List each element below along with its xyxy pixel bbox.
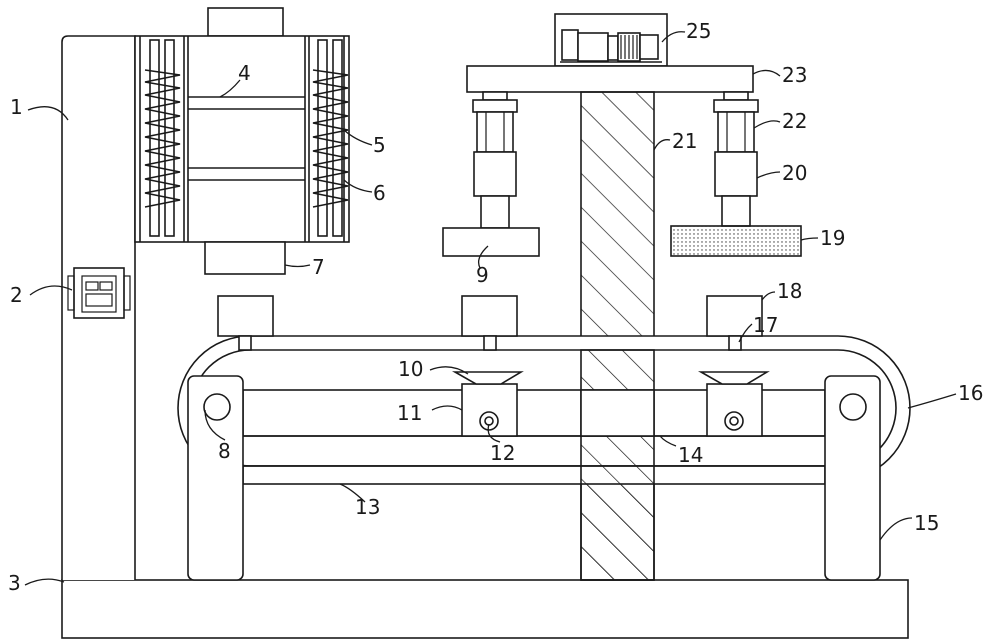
left-cylinder (442, 91, 540, 257)
label-19: 19 (820, 226, 845, 250)
label-9: 9 (476, 263, 489, 287)
label-20: 20 (782, 161, 807, 185)
label-14: 14 (678, 443, 703, 467)
label-5: 5 (373, 133, 386, 157)
label-23: 23 (782, 63, 807, 87)
label-3: 3 (8, 571, 21, 595)
leader-lines (24, 31, 957, 586)
press-die (204, 241, 286, 275)
label-21: 21 (672, 129, 697, 153)
label-15: 15 (914, 511, 939, 535)
label-6: 6 (373, 181, 386, 205)
label-8: 8 (218, 439, 231, 463)
label-10: 10 (398, 357, 423, 381)
label-4: 4 (238, 61, 251, 85)
label-7: 7 (312, 255, 325, 279)
label-12: 12 (490, 441, 515, 465)
drive-motor (554, 13, 668, 67)
label-1: 1 (10, 95, 23, 119)
workpiece-holders (217, 295, 763, 351)
label-18: 18 (777, 279, 802, 303)
left-leg (187, 375, 244, 581)
label-25: 25 (686, 19, 711, 43)
stamp-plate (442, 227, 540, 257)
control-box (67, 267, 131, 319)
press-assembly (134, 7, 350, 243)
gantry-beam (466, 65, 754, 93)
right-cylinder (670, 91, 802, 257)
label-16: 16 (958, 381, 983, 405)
label-13: 13 (355, 495, 380, 519)
label-2: 2 (10, 283, 23, 307)
right-leg (824, 375, 881, 581)
brush-pad (670, 225, 802, 257)
label-22: 22 (782, 109, 807, 133)
slide-blocks (451, 371, 770, 437)
label-11: 11 (397, 401, 422, 425)
label-17: 17 (753, 313, 778, 337)
base-plate (61, 579, 909, 639)
